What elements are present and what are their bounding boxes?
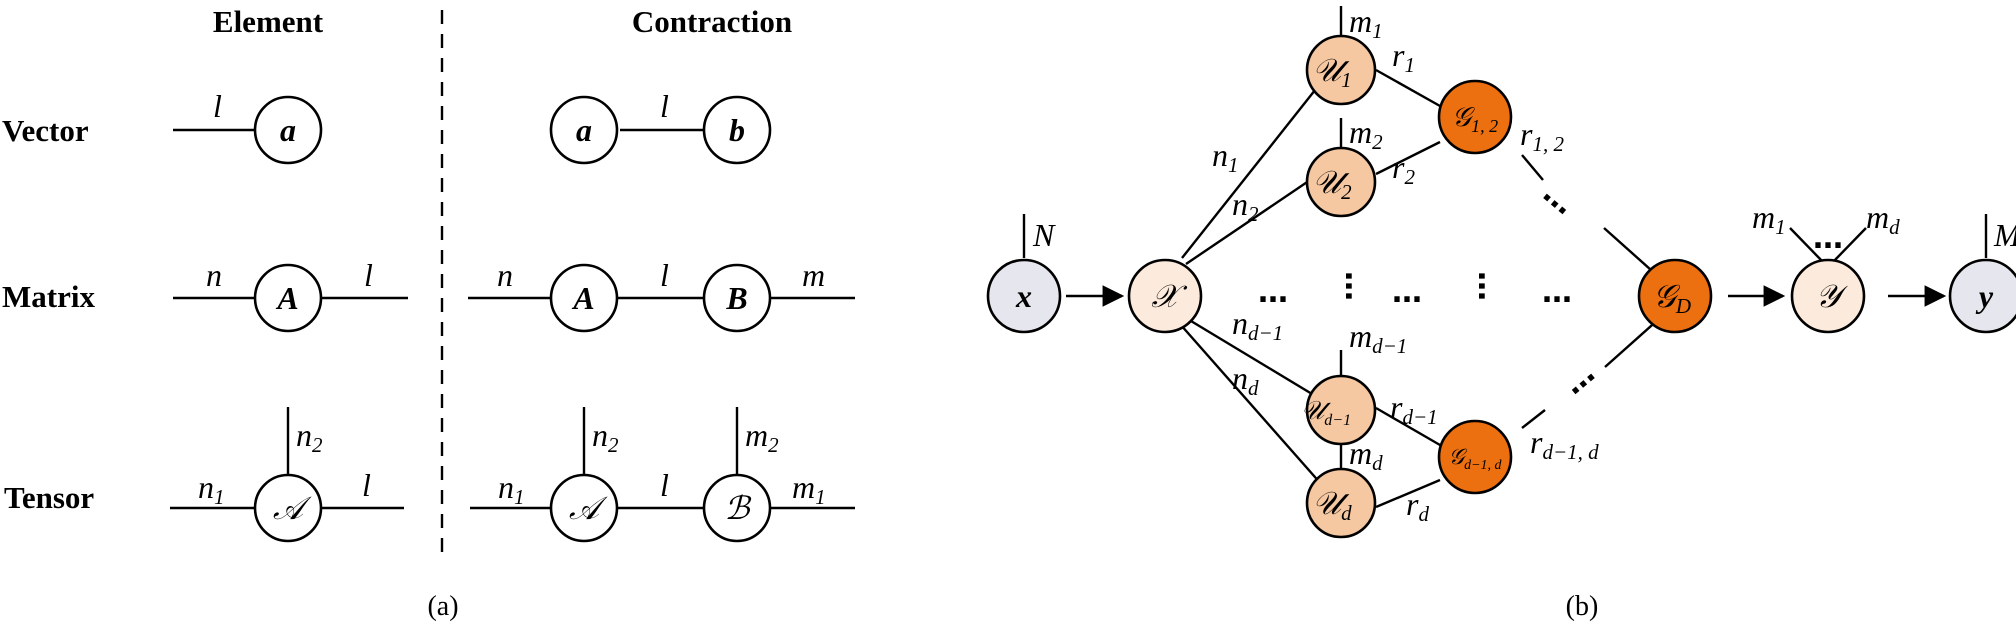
edge (1521, 409, 1546, 429)
node-label: b (729, 112, 745, 148)
node-output-y (1948, 258, 2016, 334)
dim-label: M (1993, 217, 2016, 253)
edge (1179, 323, 1323, 486)
node-core-G12 (1437, 79, 1513, 155)
edge-label: r1, 2 (1520, 116, 1564, 156)
dim-label: N (1032, 217, 1056, 253)
edge-label: n2 (296, 417, 323, 457)
ellipsis: … (1258, 275, 1288, 310)
edge-label: l (660, 88, 669, 124)
edge-label: m1 (792, 469, 826, 509)
edge (1185, 171, 1323, 265)
edge (1185, 316, 1323, 402)
edge-label: r2 (1392, 149, 1415, 189)
ellipsis: … (1392, 275, 1422, 310)
ellipsis: … (1536, 176, 1581, 222)
row-label-tensor: Tensor (4, 480, 94, 515)
edge-label: m2 (745, 417, 779, 457)
edge-label: nd−1 (1232, 305, 1283, 345)
node-factor-Ud (1305, 467, 1377, 539)
node-label: B (725, 280, 747, 316)
edge (1375, 406, 1441, 447)
node-label: a (280, 112, 296, 148)
panel-a: Element Contraction Vector Matrix Tensor… (2, 4, 855, 622)
edge-label: l (660, 467, 669, 503)
edge-label: m (802, 257, 825, 293)
node-matrix-A (253, 263, 323, 333)
node-vector-a (549, 95, 619, 165)
mode-label: m2 (1349, 114, 1383, 154)
edge-label: l (213, 88, 222, 124)
edge-label: nd (1232, 360, 1259, 400)
node-tensor-B (702, 473, 772, 543)
node-label: y (1975, 278, 1994, 314)
node-factor-U1 (1305, 34, 1377, 106)
edge-label: n1 (498, 469, 525, 509)
node-matrix-B (702, 263, 772, 333)
mode-label: md (1866, 199, 1900, 239)
node-core-GD (1637, 258, 1713, 334)
ellipsis: … (1471, 271, 1506, 301)
edge-label: n2 (592, 417, 619, 457)
mode-label: md−1 (1349, 318, 1407, 358)
edge-label: n (497, 257, 513, 293)
edge-label: l (362, 467, 371, 503)
ellipsis: … (1813, 221, 1843, 256)
panel-b: x N 𝒳 n1 n2 nd−1 nd 𝒰1 m1 𝒰2 m2 𝒰d−1 md−… (986, 3, 2016, 622)
edge-label: n1 (1212, 137, 1239, 177)
header-contraction: Contraction (632, 4, 792, 39)
edge-label: n (206, 257, 222, 293)
edge-label: rd−1, d (1530, 424, 1599, 464)
edge (1789, 227, 1824, 263)
edge-label: n1 (198, 469, 225, 509)
edge (1604, 317, 1661, 368)
node-factor-Ud-1 (1305, 374, 1377, 446)
edge-label: rd (1406, 486, 1429, 526)
edge (1181, 79, 1324, 259)
node-label: A (571, 280, 594, 316)
edge-label: rd−1 (1390, 389, 1438, 429)
edge (1521, 154, 1544, 181)
node-label: a (576, 112, 592, 148)
row-label-matrix: Matrix (2, 279, 95, 314)
row-label-vector: Vector (2, 113, 89, 148)
mode-label: md (1349, 435, 1383, 475)
ellipsis: … (1338, 271, 1373, 301)
header-element: Element (213, 4, 324, 39)
node-vector-b (702, 95, 772, 165)
caption-b: (b) (1566, 591, 1599, 622)
node-factor-U2 (1305, 146, 1377, 218)
node-input-tensor-X (1127, 258, 1203, 334)
caption-a: (a) (427, 591, 458, 622)
node-output-tensor-Y (1790, 258, 1866, 334)
node-label: A (275, 280, 298, 316)
edge-label: l (364, 257, 373, 293)
edge (1375, 478, 1441, 509)
edge (1375, 140, 1441, 176)
edge-label: r1 (1392, 37, 1415, 77)
mode-label: m1 (1349, 3, 1383, 43)
node-label: ℬ (724, 490, 752, 526)
node-tensor-A (253, 473, 323, 543)
node-vector-a (253, 95, 323, 165)
edge-label: n2 (1232, 186, 1259, 226)
ellipsis: … (1556, 356, 1601, 402)
node-label: x (1015, 278, 1032, 314)
mode-label: m1 (1752, 199, 1786, 239)
node-core-Gd-1d (1437, 419, 1513, 495)
node-input-x (986, 258, 1062, 334)
edge-label: l (660, 257, 669, 293)
edge (1832, 227, 1867, 263)
ellipsis: … (1542, 275, 1572, 310)
node-tensor-A (549, 473, 619, 543)
node-matrix-A (549, 263, 619, 333)
edge (1375, 68, 1441, 108)
node-label: 𝒢d−1, d (1448, 444, 1502, 473)
